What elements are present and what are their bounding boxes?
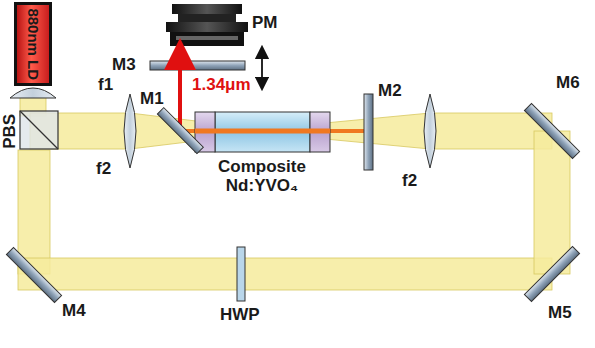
part-label: PM xyxy=(252,14,278,33)
part-label: M1 xyxy=(140,90,164,109)
part-label: M6 xyxy=(556,74,580,93)
part-label: M2 xyxy=(378,82,402,101)
part-label: M5 xyxy=(548,304,572,323)
part-label: f2 xyxy=(402,172,417,191)
part-label: 1.34μm xyxy=(192,76,251,95)
part-label: HWP xyxy=(220,306,260,325)
part-label: PBS xyxy=(1,114,20,149)
laser-diode: 880nm LD xyxy=(14,2,52,86)
part-label: f1 xyxy=(98,76,113,95)
part-label: M3 xyxy=(112,56,136,75)
part-label: f2 xyxy=(96,160,111,179)
part-label: Composite Nd:YVO₄ xyxy=(187,158,337,195)
part-label: M4 xyxy=(62,302,86,321)
diode-label: 880nm LD xyxy=(25,8,42,80)
